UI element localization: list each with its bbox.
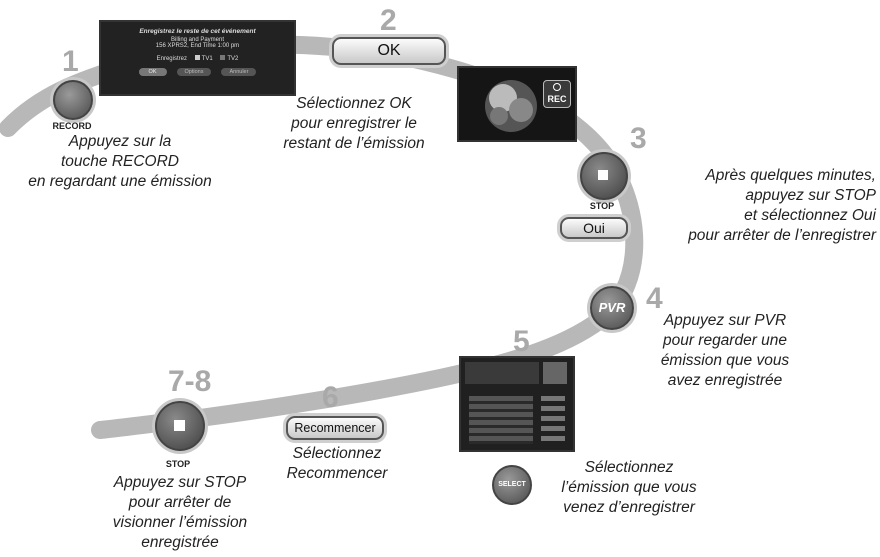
oui-button[interactable]: Oui <box>560 217 628 239</box>
recording-image <box>485 80 537 132</box>
dialog-title: Enregistrez le reste de cet événement <box>139 28 256 35</box>
dialog-options-button[interactable]: Options <box>176 68 212 76</box>
stop-square-icon <box>598 170 608 180</box>
stop-button-2-label: STOP <box>165 459 191 469</box>
pvr-thumb <box>543 362 567 384</box>
stop-button-2[interactable] <box>155 401 205 451</box>
pvr-button[interactable]: PVR <box>590 286 634 330</box>
dialog-record-row: Enregistrez TV1 TV2 <box>156 55 239 62</box>
step-7-8-number: 7-8 <box>168 365 212 398</box>
stop-button-label: STOP <box>589 201 615 211</box>
pvr-side-buttons <box>541 396 565 444</box>
step-2-number: 2 <box>380 4 397 37</box>
stop-button[interactable] <box>580 152 628 200</box>
pvr-list-screen <box>459 356 575 452</box>
stop-square-icon <box>174 420 185 431</box>
dialog-line-2: 156 XPRS2, End Time 1:00 pm <box>155 43 240 49</box>
pvr-list-header <box>465 362 539 384</box>
record-dialog-screen: Enregistrez le reste de cet événement Bi… <box>99 20 296 96</box>
dialog-cancel-button[interactable]: Annuler <box>221 68 257 76</box>
step-4-number: 4 <box>646 282 663 315</box>
step-3-number: 3 <box>630 122 647 155</box>
ok-button[interactable]: OK <box>332 37 446 65</box>
dialog-line-1: Billing and Payment <box>170 37 225 43</box>
record-button[interactable] <box>53 80 93 120</box>
dialog-ok-button[interactable]: OK <box>138 68 167 76</box>
select-button[interactable]: SELECT <box>492 465 532 505</box>
recommencer-button[interactable]: Recommencer <box>286 416 384 440</box>
step-5-number: 5 <box>513 325 530 358</box>
step-1-number: 1 <box>62 45 79 78</box>
rec-badge: REC <box>543 80 571 108</box>
pvr-list-rows <box>469 396 533 444</box>
recording-screen: REC <box>457 66 577 142</box>
step-6-number: 6 <box>322 381 339 414</box>
record-button-label: RECORD <box>52 121 92 131</box>
